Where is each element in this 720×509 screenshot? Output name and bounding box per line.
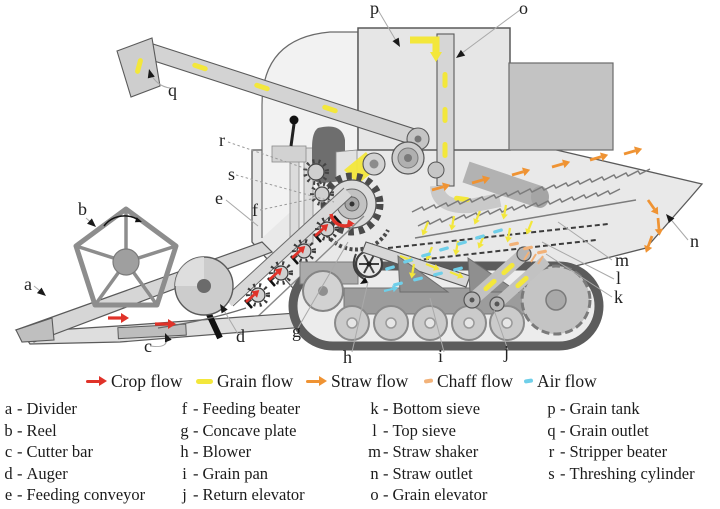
beaters-pulleys: [303, 141, 445, 206]
legend-entry-f: f-Feeding beater: [181, 399, 301, 418]
legend-entry-l: l-Top sieve: [372, 420, 456, 440]
legend-entry-d: d-Auger: [4, 463, 68, 483]
flow-label: Chaff flow: [437, 370, 513, 391]
part-label-k: k: [614, 287, 623, 307]
reel: [73, 206, 179, 308]
part-label-m: m: [615, 250, 629, 270]
crop-flow-arrows: [108, 213, 356, 329]
legend-entry-b: b-Reel: [4, 420, 57, 440]
return-elevator: [463, 246, 550, 312]
legend-entry-o: o-Grain elevator: [370, 485, 488, 504]
parts-legend-column-3: k-Bottom sieve l-Top sieve m-Straw shake…: [368, 399, 487, 507]
legend-entry-h: h-Blower: [180, 442, 252, 461]
legend-entry-i: i-Grain pan: [182, 463, 269, 483]
engine-box: [508, 62, 614, 151]
grain-pan: [361, 241, 471, 288]
part-label-l: l: [616, 268, 621, 288]
part-label-i: i: [438, 346, 443, 366]
legend-entry-n: n-Straw outlet: [370, 463, 473, 483]
parts-legend-column-4: p-Grain tank q-Grain outlet r-Stripper b…: [545, 399, 695, 485]
crop-flow-arrow-icon: [86, 376, 107, 386]
console: [271, 145, 307, 163]
flow-label: Straw flow: [331, 370, 409, 391]
part-label-q: q: [168, 80, 177, 100]
air-flow-dash-icon: [523, 378, 534, 384]
legend-entry-g: g-Concave plate: [180, 420, 297, 440]
chaff-flow-dash-icon: [423, 378, 434, 384]
flow-legend: Crop flow Grain flow Straw flow Chaff fl…: [0, 369, 720, 393]
part-label-e: e: [215, 188, 223, 208]
header: [14, 206, 319, 345]
legend-entry-m: m-Straw shaker: [368, 442, 479, 461]
legend-entry-q: q-Grain outlet: [547, 420, 649, 440]
cab: [271, 115, 358, 245]
legend-entry-r: r-Stripper beater: [548, 442, 668, 461]
part-label-s: s: [228, 164, 235, 184]
flow-legend-item-crop: Crop flow: [86, 369, 182, 393]
blower: [352, 249, 384, 287]
flow-legend-item-grain: Grain flow: [196, 369, 293, 393]
part-label-c: c: [144, 336, 152, 356]
flow-label: Crop flow: [111, 370, 183, 391]
part-label-j: j: [503, 342, 509, 362]
part-letter-labels: a b c d e f g h i j k l m n o p q r s: [24, 0, 699, 367]
straw-flow-arrow-icon: [306, 376, 327, 386]
flow-legend-item-chaff: Chaff flow: [423, 369, 513, 393]
part-label-r: r: [219, 130, 225, 150]
grain-elevator: [344, 33, 549, 214]
legend-entry-p: p-Grain tank: [547, 399, 640, 418]
legend-entry-a: a-Divider: [4, 399, 77, 418]
flow-legend-item-air: Air flow: [523, 369, 597, 393]
flow-label: Grain flow: [217, 370, 294, 391]
legend-entry-s: s-Threshing cylinder: [548, 463, 695, 483]
legend-entry-j: j-Return elevator: [182, 485, 305, 504]
flow-label: Air flow: [537, 370, 597, 391]
parts-legend: a-Divider b-Reel c-Cutter bar d-Auger e-…: [0, 399, 720, 509]
grain-flow-dash-icon: [196, 378, 213, 384]
part-label-p: p: [370, 0, 379, 18]
legend-entry-c: c-Cutter bar: [4, 442, 93, 461]
sieves: [387, 223, 609, 264]
auger: [157, 256, 247, 329]
part-label-f: f: [252, 200, 258, 220]
road-wheels: [334, 305, 525, 341]
part-label-d: d: [236, 326, 245, 346]
flow-legend-item-straw: Straw flow: [306, 369, 408, 393]
part-label-o: o: [519, 0, 528, 18]
legend-entry-e: e-Feeding conveyor: [4, 485, 146, 504]
parts-legend-column-1: a-Divider b-Reel c-Cutter bar d-Auger e-…: [2, 399, 145, 507]
part-label-g: g: [292, 321, 301, 341]
legend-entry-k: k-Bottom sieve: [370, 399, 481, 418]
bottom-sieve: [391, 239, 597, 264]
parts-legend-column-2: f-Feeding beater g-Concave plate h-Blowe…: [178, 399, 305, 507]
part-label-h: h: [343, 347, 352, 367]
part-label-a: a: [24, 274, 32, 294]
label-pointers: [33, 9, 689, 353]
part-label-n: n: [690, 231, 699, 251]
chaff-flow-dashes: [508, 241, 548, 265]
crawler-track: [288, 261, 604, 351]
part-label-b: b: [78, 199, 87, 219]
stripper-beater: [303, 159, 329, 185]
top-sieve: [387, 223, 609, 249]
control-lever: [289, 123, 296, 147]
